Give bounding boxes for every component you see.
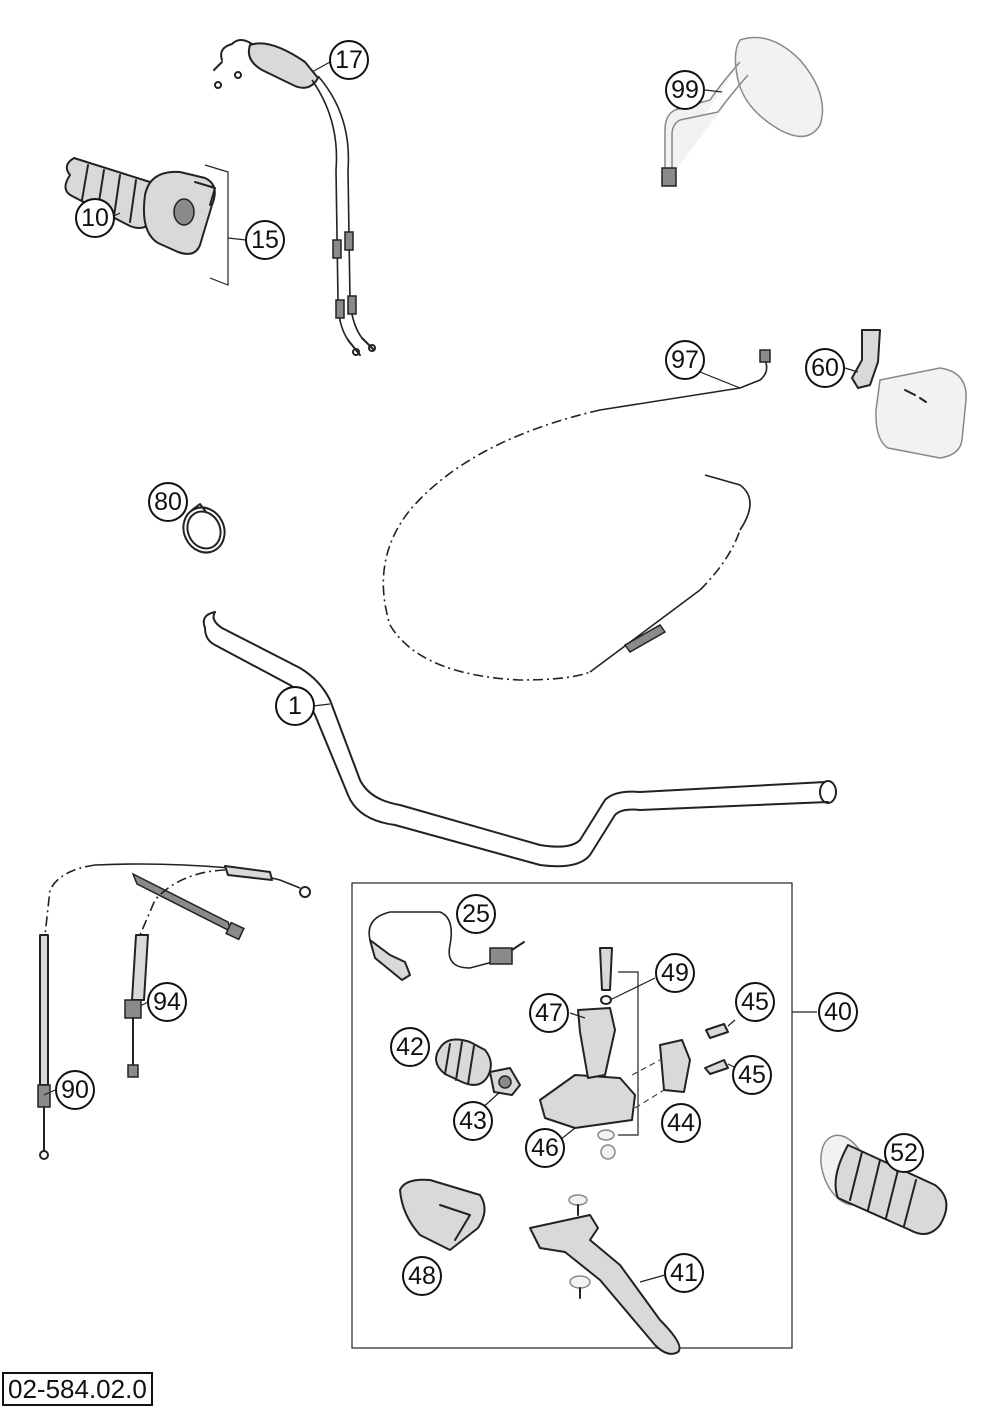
callout-99[interactable]: 99: [665, 70, 705, 110]
leader-49: [609, 977, 656, 1001]
leader-15: [227, 237, 247, 241]
leader-17: [311, 61, 331, 73]
callout-label: 60: [811, 354, 839, 382]
adjuster-part[interactable]: [435, 1038, 492, 1086]
adjuster-nut-part[interactable]: [489, 1067, 521, 1096]
callout-49[interactable]: 49: [655, 953, 695, 993]
callout-41[interactable]: 41: [664, 1253, 704, 1293]
callout-17[interactable]: 17: [329, 40, 369, 80]
callout-label: 52: [890, 1139, 918, 1167]
lever-bracket-part[interactable]: [539, 947, 636, 1160]
callout-label: 42: [396, 1033, 424, 1061]
clutch-assembly-box: [351, 882, 793, 1349]
callout-48[interactable]: 48: [402, 1256, 442, 1296]
callout-52[interactable]: 52: [884, 1133, 924, 1173]
leader-15-bracket: [204, 164, 229, 286]
callout-45a[interactable]: 45: [735, 982, 775, 1022]
mirror-part[interactable]: [661, 36, 824, 187]
callout-label: 80: [154, 488, 182, 516]
leader-1: [312, 703, 331, 707]
lever-cover-part[interactable]: [399, 1178, 486, 1251]
callout-45b[interactable]: 45: [732, 1055, 772, 1095]
leader-60: [844, 367, 859, 373]
callout-80[interactable]: 80: [148, 482, 188, 522]
callout-label: 94: [153, 988, 181, 1016]
callout-label: 47: [535, 999, 563, 1027]
throttle-grip-part[interactable]: [64, 157, 216, 255]
leader-94: [139, 1001, 149, 1007]
leader-49-bracket: [618, 971, 639, 1136]
callout-label: 44: [667, 1109, 695, 1137]
leader-47: [569, 1012, 586, 1019]
callout-60[interactable]: 60: [805, 348, 845, 388]
clamp-part[interactable]: [659, 1023, 729, 1093]
hose-clamp-part[interactable]: [176, 501, 232, 560]
hot-start-cable-part[interactable]: [382, 349, 771, 681]
callout-label: 90: [61, 1076, 89, 1104]
callout-label: 49: [661, 959, 689, 987]
callout-46[interactable]: 46: [525, 1128, 565, 1168]
callout-10[interactable]: 10: [75, 198, 115, 238]
callout-label: 48: [408, 1262, 436, 1290]
decompression-cable-part[interactable]: [124, 865, 273, 1078]
hot-start-switch-part[interactable]: [851, 329, 967, 459]
callout-1[interactable]: 1: [275, 686, 315, 726]
drawing-number-label: 02-584.02.0: [2, 1372, 153, 1406]
leader-44-dash: [631, 1059, 665, 1109]
callout-44[interactable]: 44: [661, 1103, 701, 1143]
leader-41: [639, 1274, 666, 1283]
left-grip-part[interactable]: [812, 1129, 948, 1235]
callout-label: 17: [335, 46, 363, 74]
callout-label: 46: [531, 1134, 559, 1162]
callout-15[interactable]: 15: [245, 220, 285, 260]
callout-label: 25: [462, 900, 490, 928]
callout-label: 40: [824, 998, 852, 1026]
handlebar-part[interactable]: [202, 611, 837, 868]
leader-99: [704, 89, 723, 93]
callout-97[interactable]: 97: [665, 340, 705, 380]
leader-97: [699, 371, 741, 389]
callout-label: 41: [670, 1259, 698, 1287]
callout-25[interactable]: 25: [456, 894, 496, 934]
throttle-cable-part[interactable]: [213, 39, 376, 356]
callout-42[interactable]: 42: [390, 1027, 430, 1067]
callout-43[interactable]: 43: [453, 1101, 493, 1141]
clutch-lever-part[interactable]: [529, 1194, 681, 1355]
callout-label: 45: [741, 988, 769, 1016]
callout-47[interactable]: 47: [529, 993, 569, 1033]
callout-90[interactable]: 90: [55, 1070, 95, 1110]
leader-90: [43, 1089, 56, 1096]
callout-94[interactable]: 94: [147, 982, 187, 1022]
callout-label: 43: [459, 1107, 487, 1135]
callout-label: 10: [81, 204, 109, 232]
callout-label: 99: [671, 76, 699, 104]
leader-45a: [727, 1019, 736, 1027]
leader-46: [559, 1127, 576, 1141]
callout-label: 1: [288, 692, 302, 720]
callout-label: 45: [738, 1061, 766, 1089]
callout-label: 15: [251, 226, 279, 254]
clutch-switch-part[interactable]: [368, 911, 525, 981]
callout-40[interactable]: 40: [818, 992, 858, 1032]
callout-label: 97: [671, 346, 699, 374]
